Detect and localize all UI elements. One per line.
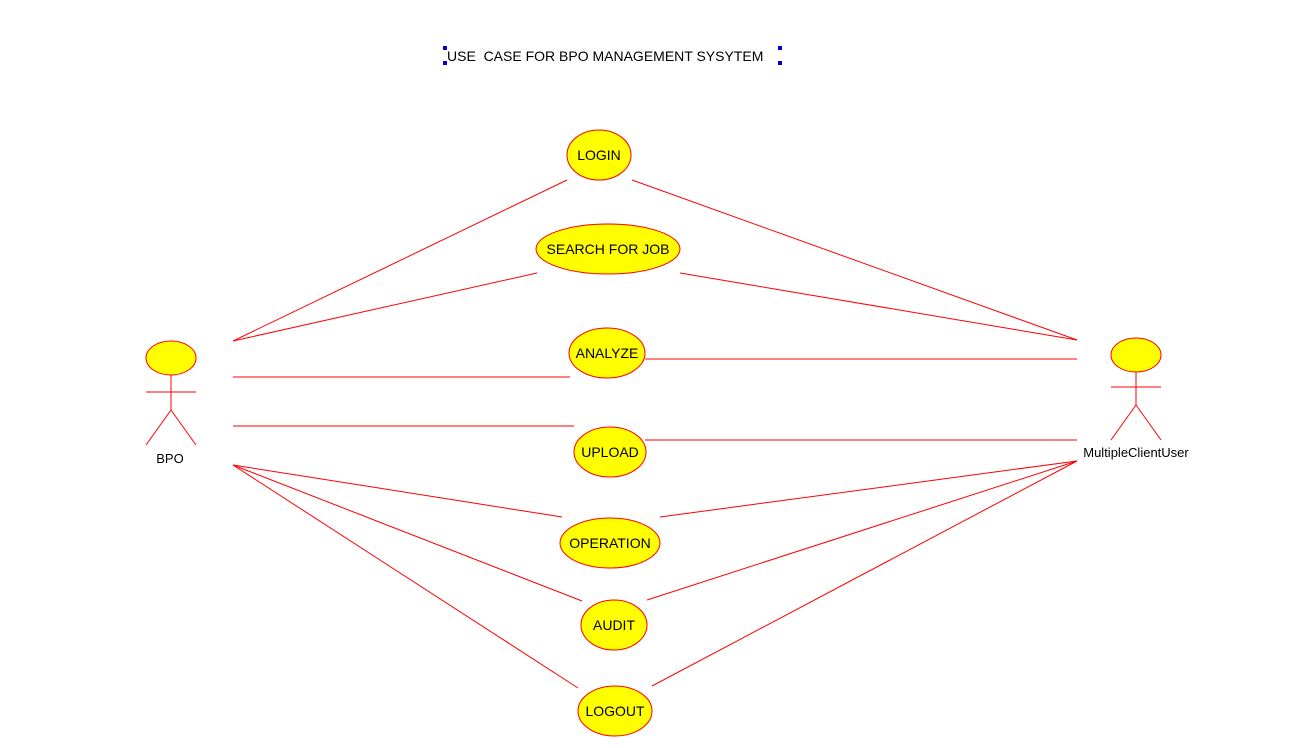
association-client-operation[interactable] [659, 460, 1078, 518]
association-bpo-logout[interactable] [232, 464, 579, 689]
selection-handle-bottom-right [778, 61, 782, 65]
use-case-label: LOGOUT [585, 703, 645, 719]
association-client-audit[interactable] [646, 460, 1078, 601]
use-case-label: LOGIN [577, 147, 621, 163]
diagram-title[interactable]: USE CASE FOR BPO MANAGEMENT SYSYTEM [447, 48, 763, 64]
use-case-label: SEARCH FOR JOB [547, 241, 670, 257]
actor-label-bpo: BPO [156, 451, 183, 466]
selection-handle-top-right [778, 46, 782, 50]
association-bpo-operation[interactable] [232, 464, 563, 518]
use-case-label: UPLOAD [581, 444, 639, 460]
actor-label-multiple-client-user: MultipleClientUser [1083, 445, 1189, 460]
use-case-audit[interactable]: AUDIT [580, 599, 648, 651]
association-lines [232, 179, 1078, 689]
association-client-logout[interactable] [651, 460, 1078, 687]
association-client-search-for-job[interactable] [679, 272, 1078, 341]
use-case-upload[interactable]: UPLOAD [573, 426, 647, 478]
diagram-title-group[interactable]: USE CASE FOR BPO MANAGEMENT SYSYTEM [443, 46, 782, 65]
use-case-logout[interactable]: LOGOUT [577, 685, 653, 737]
actor-bpo[interactable]: BPO [145, 340, 197, 466]
use-case-login[interactable]: LOGIN [566, 129, 632, 181]
actor-multiple-client-user[interactable]: MultipleClientUser [1083, 337, 1189, 460]
association-bpo-audit[interactable] [232, 464, 583, 602]
use-case-search-for-job[interactable]: SEARCH FOR JOB [535, 223, 681, 275]
use-cases: LOGIN SEARCH FOR JOB ANALYZE UPLOAD OPER… [535, 129, 681, 737]
association-bpo-search-for-job[interactable] [232, 272, 538, 342]
association-bpo-login[interactable] [232, 179, 568, 342]
selection-handle-top-left [443, 46, 447, 50]
association-client-login[interactable] [631, 179, 1078, 341]
use-case-operation[interactable]: OPERATION [559, 517, 661, 569]
use-case-label: OPERATION [569, 535, 650, 551]
actor-stick-figure-icon [1110, 337, 1162, 441]
use-case-label: AUDIT [593, 617, 635, 633]
selection-handle-bottom-left [443, 61, 447, 65]
use-case-label: ANALYZE [576, 345, 639, 361]
actor-stick-figure-icon [145, 340, 197, 446]
use-case-analyze[interactable]: ANALYZE [568, 327, 646, 379]
